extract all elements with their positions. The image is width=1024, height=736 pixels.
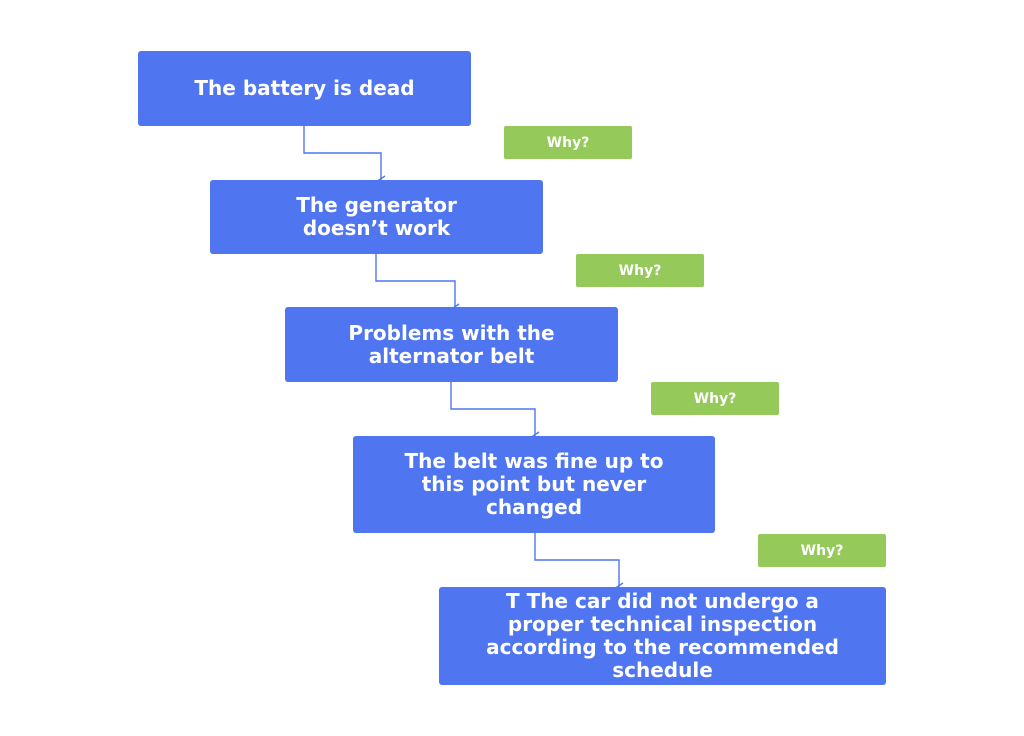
step-label-1: The battery is dead	[194, 76, 415, 100]
step-label-2: The generator doesn’t work	[296, 193, 457, 240]
why-label-3: Why?	[693, 390, 737, 407]
why-tag-1: Why?	[504, 126, 632, 159]
connector-arrow-2	[375, 253, 460, 313]
connector-arrow-3	[450, 381, 540, 441]
step-box-1: The battery is dead	[138, 51, 471, 126]
step-box-5: T The car did not undergo a proper techn…	[439, 587, 886, 685]
connector-arrow-4	[534, 532, 624, 592]
step-box-4: The belt was fine up to this point but n…	[353, 436, 715, 533]
step-box-2: The generator doesn’t work	[210, 180, 543, 254]
why-tag-2: Why?	[576, 254, 704, 287]
connector-arrow-1	[303, 125, 386, 185]
why-label-1: Why?	[546, 134, 590, 151]
why-label-4: Why?	[800, 542, 844, 559]
why-tag-3: Why?	[651, 382, 779, 415]
why-tag-4: Why?	[758, 534, 886, 567]
step-box-3: Problems with the alternator belt	[285, 307, 618, 382]
step-label-4: The belt was fine up to this point but n…	[404, 449, 664, 519]
step-label-5: T The car did not undergo a proper techn…	[486, 589, 839, 682]
why-label-2: Why?	[618, 262, 662, 279]
step-label-3: Problems with the alternator belt	[348, 320, 555, 368]
